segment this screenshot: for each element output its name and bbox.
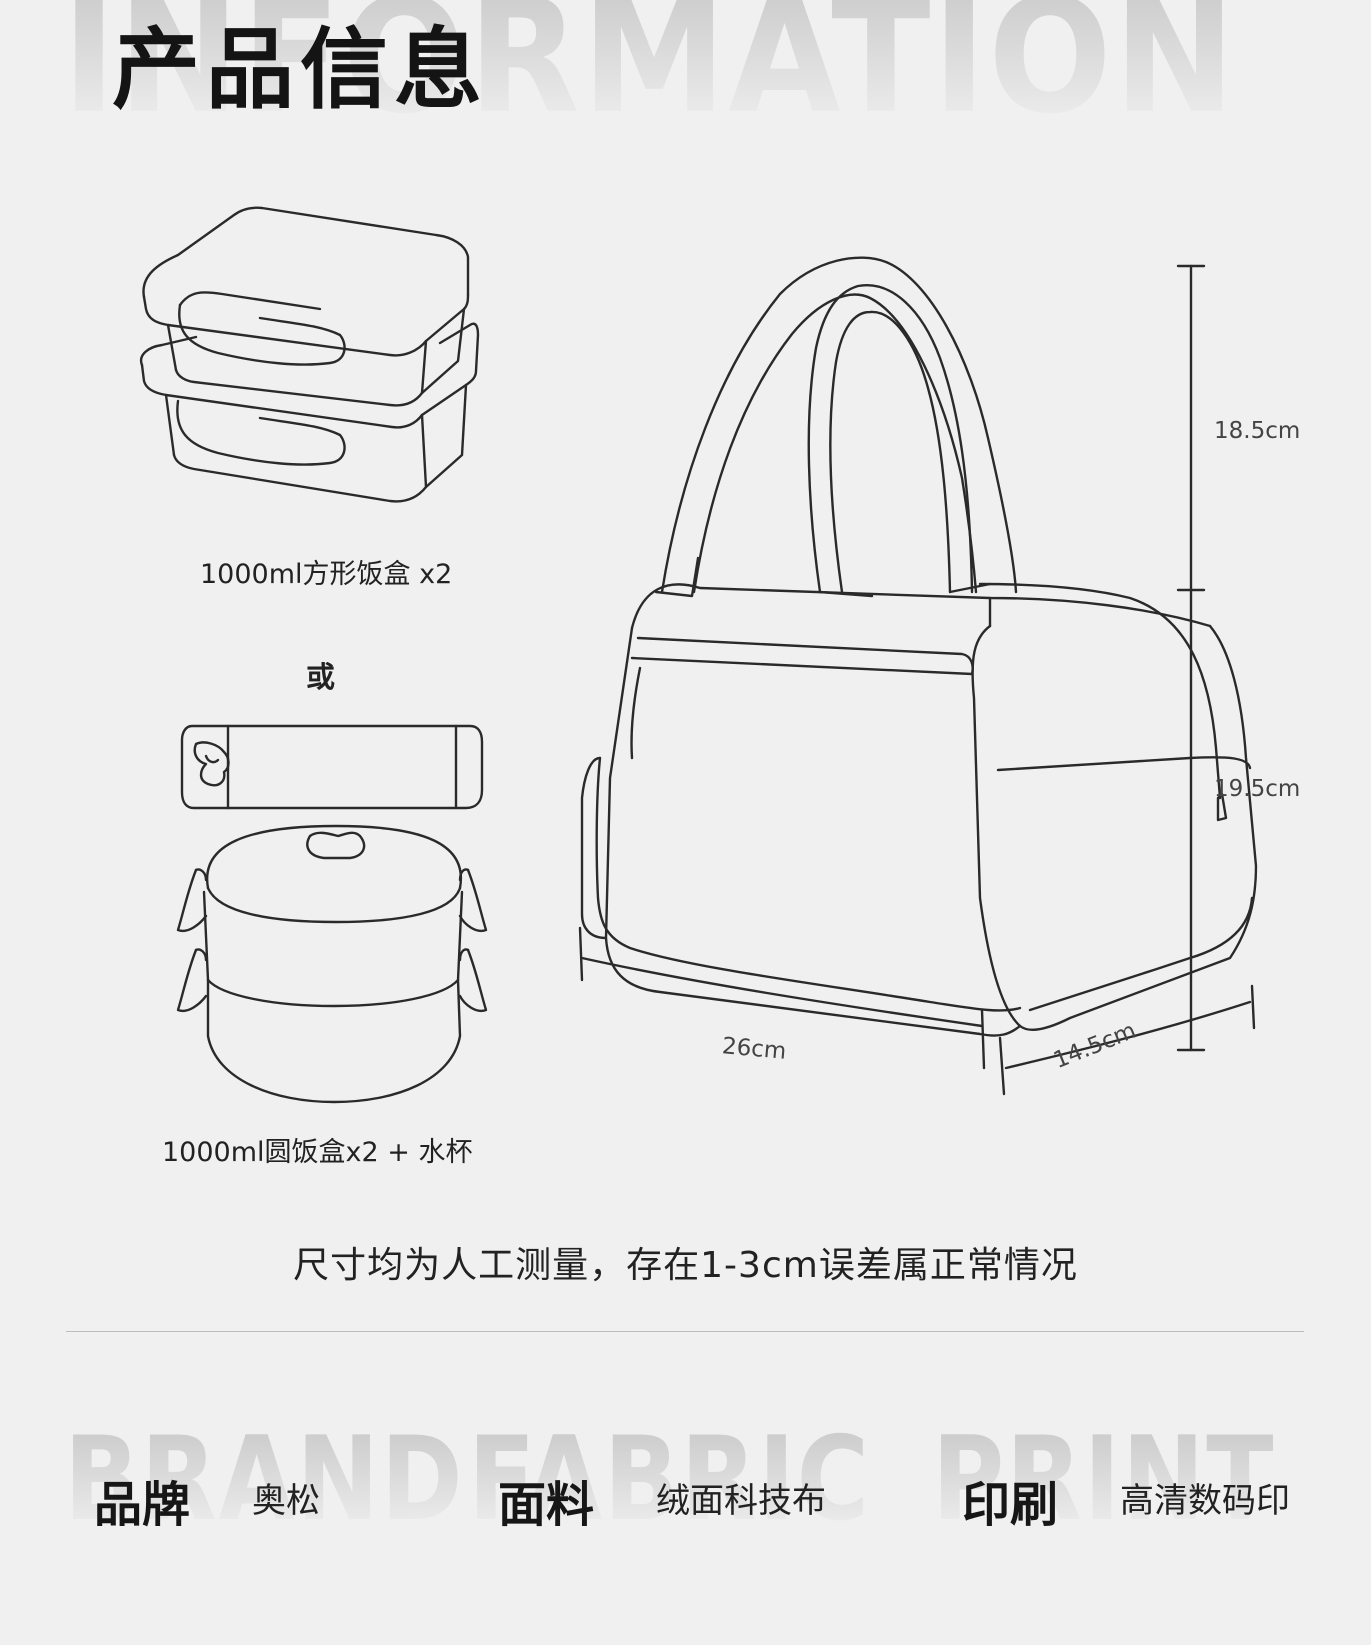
- spec-fabric-background-word: FABRIC: [468, 1412, 871, 1547]
- height-dimension-line: [1176, 264, 1206, 1052]
- square-box-caption: 1000ml方形饭盒 x2: [200, 559, 453, 590]
- spec-print-label: 印刷: [962, 1477, 1059, 1533]
- section-divider: [66, 1331, 1304, 1332]
- measurement-note: 尺寸均为人工测量，存在1-3cm误差属正常情况: [293, 1245, 1078, 1286]
- round-box-caption: 1000ml圆饭盒x2 + 水杯: [162, 1137, 473, 1168]
- spec-print-background-word: PRINT: [932, 1412, 1276, 1547]
- spec-brand-label: 品牌: [94, 1477, 191, 1533]
- handle-height-label: 18.5cm: [1214, 418, 1301, 444]
- body-height-label: 19.5cm: [1214, 776, 1301, 802]
- or-label: 或: [306, 660, 336, 694]
- page-title: 产品信息: [112, 18, 489, 121]
- width-label: 26cm: [720, 1033, 788, 1065]
- spec-fabric-value: 绒面科技布: [656, 1481, 826, 1521]
- square-lunch-box-illustration: [139, 206, 480, 503]
- lunch-bag-illustration: [578, 256, 1258, 1096]
- spec-print-value: 高清数码印: [1120, 1481, 1290, 1521]
- round-lunch-box-illustration: [176, 824, 488, 1104]
- header-background-word: INFORMATION: [62, 0, 1237, 136]
- spec-brand-background-word: BRAND: [64, 1412, 465, 1547]
- spec-fabric-label: 面料: [498, 1477, 595, 1533]
- water-bottle-illustration: [180, 724, 484, 810]
- spec-brand-value: 奥松: [252, 1481, 320, 1521]
